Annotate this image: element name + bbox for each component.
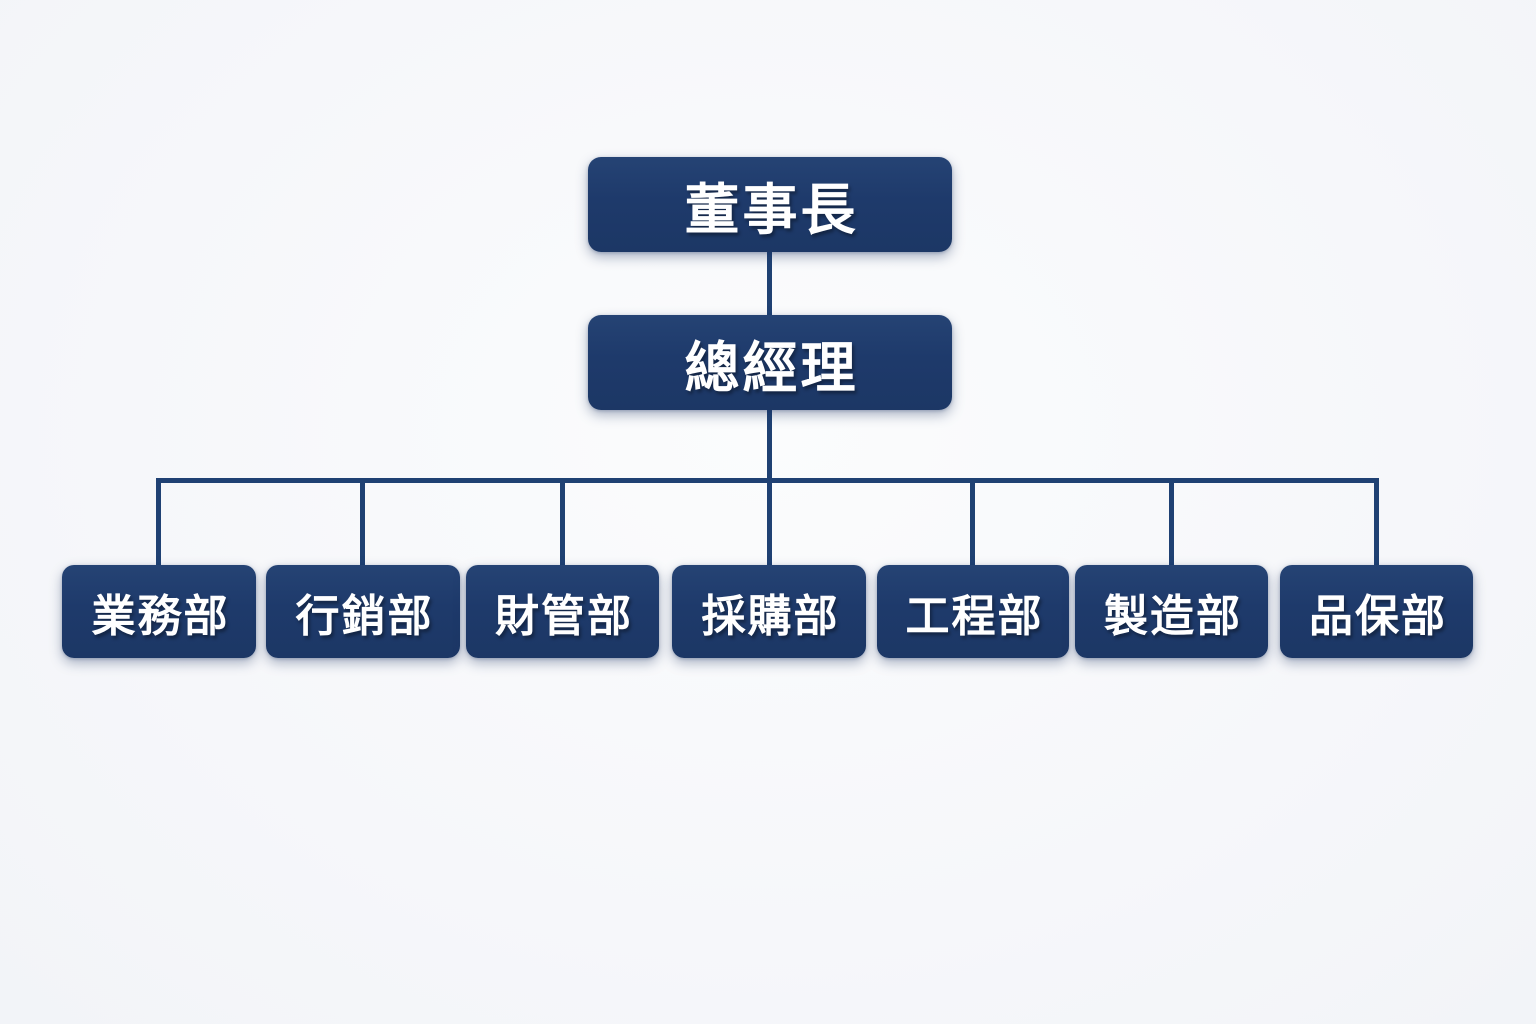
connector-bus-to-dept-4 [767,478,772,565]
connector-bus-to-dept-2 [360,478,365,565]
org-node-general-manager-label: 總經理 [684,336,859,399]
connector-bus-to-dept-7 [1374,478,1379,565]
org-node-dept-quality-assurance-label: 品保部 [1309,591,1447,641]
org-node-dept-quality-assurance: 品保部 [1280,565,1473,658]
connector-chairman-to-gm [767,252,772,315]
connector-bus-to-dept-1 [156,478,161,565]
org-node-dept-finance-label: 財管部 [495,591,633,641]
org-node-dept-manufacturing-label: 製造部 [1104,591,1242,641]
org-node-general-manager: 總經理 [588,315,952,410]
org-node-dept-sales-label: 業務部 [91,591,230,641]
org-node-dept-sales: 業務部 [62,565,256,658]
org-node-dept-engineering-label: 工程部 [905,591,1044,641]
org-node-dept-engineering: 工程部 [877,565,1069,658]
connector-bus-to-dept-3 [560,478,565,565]
org-node-dept-finance: 財管部 [466,565,659,658]
connector-bus-to-dept-5 [970,478,975,565]
org-node-dept-purchasing-label: 採購部 [701,591,840,641]
org-node-dept-purchasing: 採購部 [672,565,866,658]
org-node-chairman: 董事長 [588,157,952,252]
connector-bus-to-dept-6 [1169,478,1174,565]
org-node-chairman-label: 董事長 [684,178,859,241]
org-node-dept-manufacturing: 製造部 [1075,565,1268,658]
org-node-dept-marketing: 行銷部 [266,565,460,658]
connector-gm-to-bus [767,410,772,482]
org-node-dept-marketing-label: 行銷部 [295,591,434,641]
